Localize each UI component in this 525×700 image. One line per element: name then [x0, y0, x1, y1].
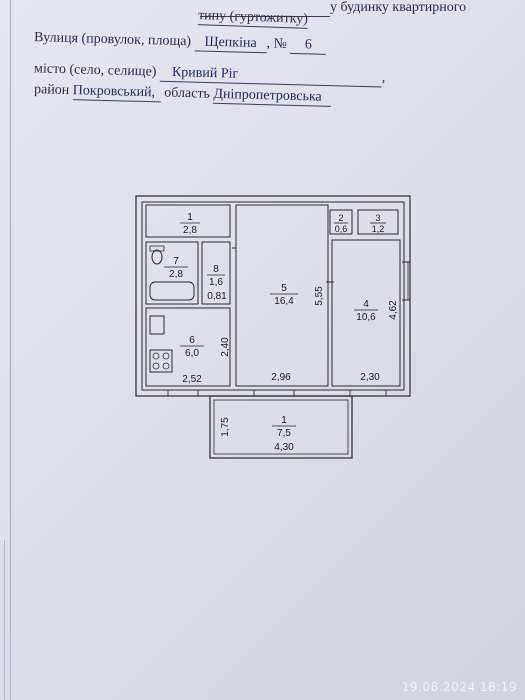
kitchen-sink	[149, 315, 165, 335]
dim-4-30: 4,30	[274, 442, 294, 453]
room-1-area: 2,8	[183, 225, 197, 236]
room-3-outline	[357, 209, 399, 235]
bathtub	[149, 281, 195, 301]
room-2-area: 0,6	[335, 224, 348, 234]
room-6-number: 6	[189, 335, 195, 346]
dim-2-40: 2,40	[220, 337, 231, 357]
room-3-number: 3	[375, 213, 380, 223]
toilet	[151, 249, 163, 265]
room-8-area: 1,6	[209, 277, 223, 288]
room-7-number: 7	[173, 256, 179, 267]
dim-2-52: 2,52	[182, 374, 202, 385]
room-1-number: 1	[187, 212, 193, 223]
outer-wall	[135, 195, 411, 397]
room-7-outline	[145, 241, 199, 305]
margin-line-secondary	[4, 540, 5, 700]
balcony-number: 1	[281, 415, 287, 426]
room-4-area: 10,6	[356, 312, 376, 323]
header-top-right-text: у будинку квартирного	[330, 0, 467, 15]
room-6-outline	[145, 307, 231, 387]
room-4-outline	[331, 239, 401, 387]
outer-wall-inner	[141, 201, 405, 391]
room-1-outline	[145, 204, 231, 238]
dim-4-62: 4,62	[388, 300, 399, 320]
dim-1-75: 1,75	[220, 417, 231, 437]
room-6-area: 6,0	[185, 348, 199, 359]
room-8-number: 8	[213, 264, 219, 275]
balcony-area: 7,5	[277, 428, 291, 439]
room-7-area: 2,8	[169, 269, 183, 280]
room-3-area: 1,2	[372, 224, 385, 234]
balcony-outline	[209, 395, 353, 459]
room-5-number: 5	[281, 283, 287, 294]
room-2-outline	[329, 209, 353, 235]
kitchen-stove	[149, 349, 173, 373]
dim-0-81: 0,81	[207, 291, 227, 302]
photo-timestamp: 19.08.2024 18:19	[401, 680, 517, 694]
dim-2-30: 2,30	[360, 372, 380, 383]
room-5-outline	[235, 204, 329, 387]
room-2-number: 2	[338, 213, 343, 223]
dim-5-55: 5,55	[314, 286, 325, 306]
header-top-line: у будинку квартирного	[200, 0, 466, 17]
room-5-area: 16,4	[274, 296, 294, 307]
room-4-number: 4	[363, 299, 369, 310]
margin-line	[10, 0, 11, 700]
dim-2-96: 2,96	[271, 372, 291, 383]
